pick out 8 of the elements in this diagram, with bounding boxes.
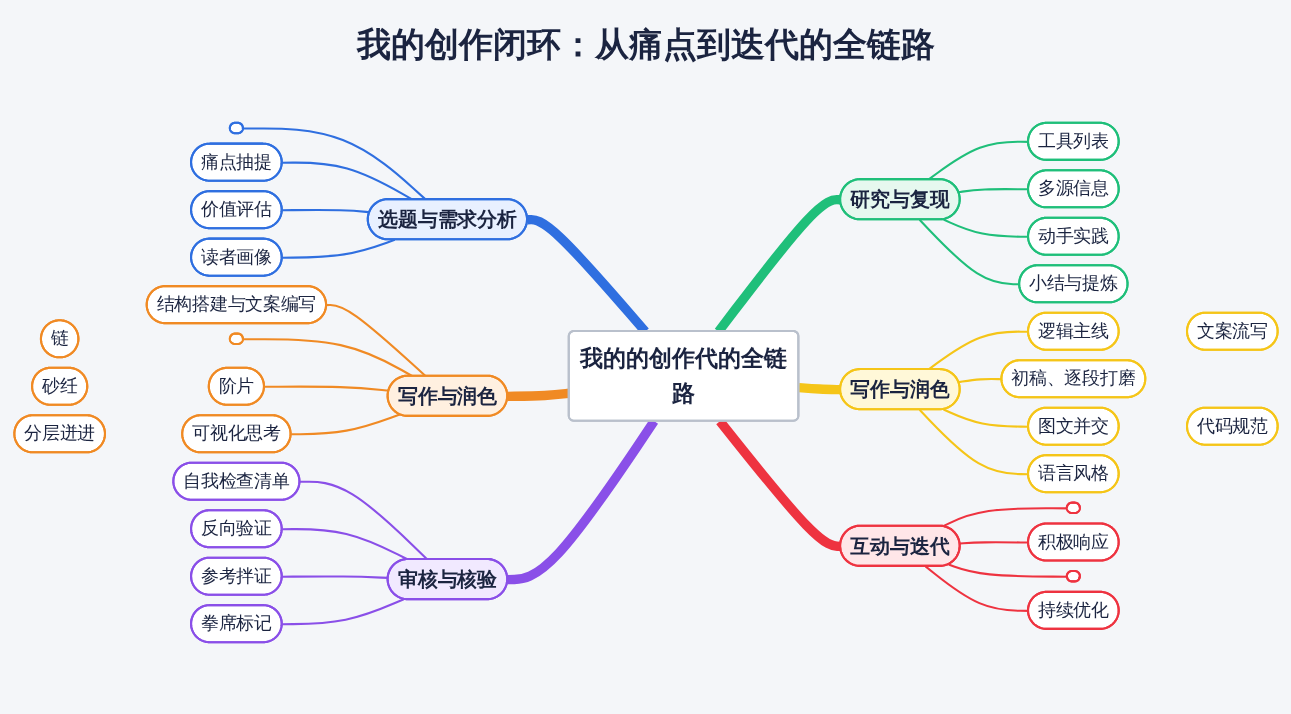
connector bbox=[281, 574, 388, 579]
connector bbox=[958, 377, 1002, 383]
connector bbox=[947, 563, 1067, 578]
diagram-title: 我的创作闭环：从痛点到迭代的全链路 bbox=[355, 23, 936, 66]
connector bbox=[290, 413, 400, 435]
connector bbox=[281, 238, 395, 259]
connector bbox=[281, 597, 404, 625]
connector bbox=[281, 208, 370, 213]
